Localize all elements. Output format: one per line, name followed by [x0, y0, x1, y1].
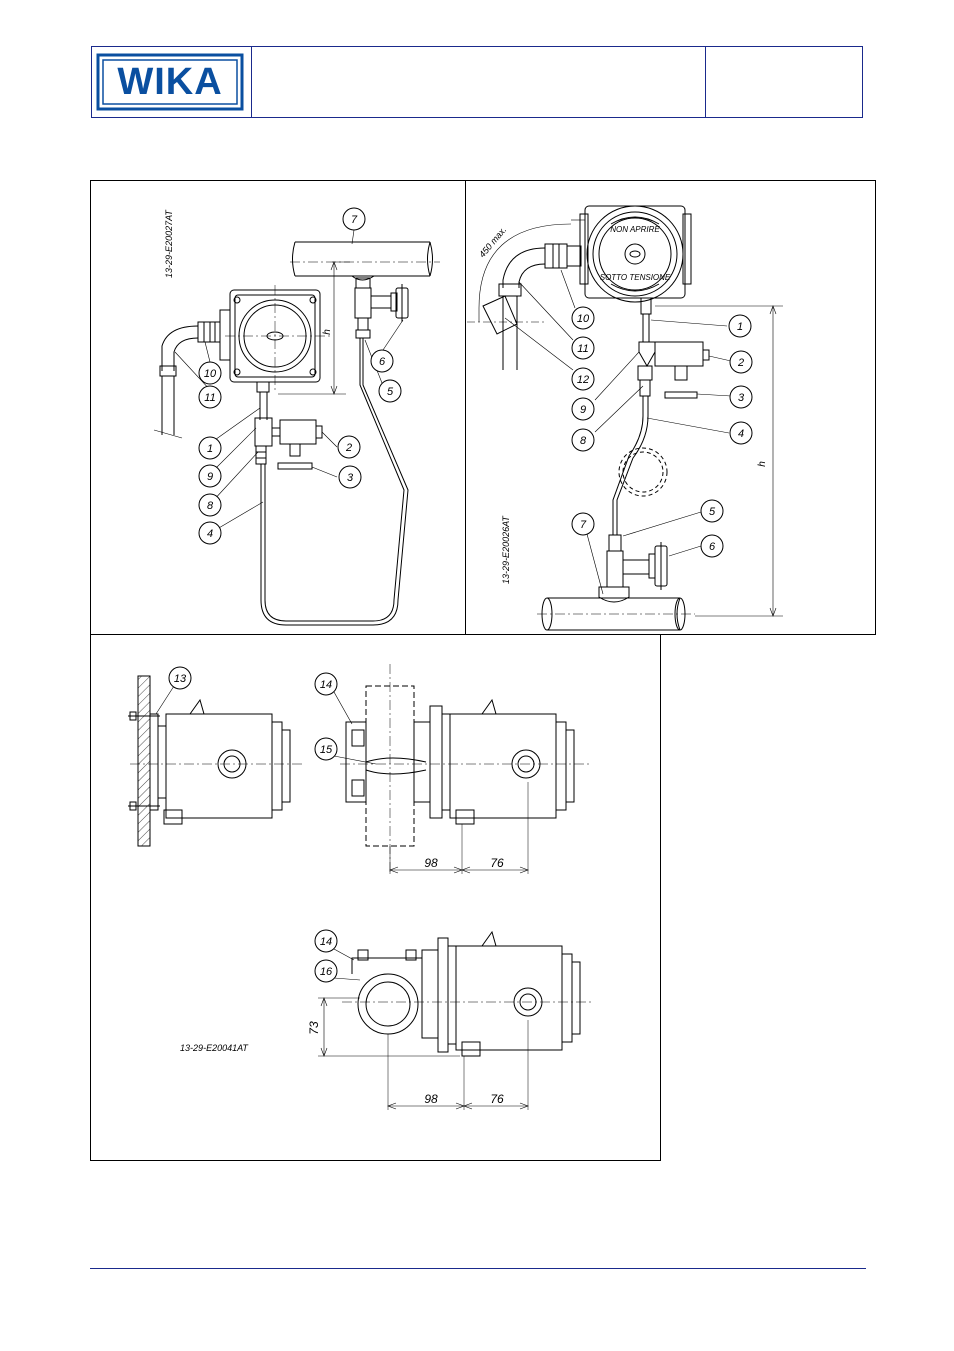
callout-14: 14 — [320, 936, 332, 948]
callout-6: 6 — [709, 541, 716, 553]
dimension-450-max: 450 max. — [477, 225, 508, 260]
dimension-76: 76 — [490, 856, 504, 870]
callout-2: 2 — [345, 442, 352, 454]
callout-14: 14 — [320, 679, 332, 691]
callout-4: 4 — [738, 428, 744, 440]
dimension-h-left: h — [322, 329, 333, 335]
footer-rule — [90, 1268, 866, 1269]
title-cell — [251, 47, 706, 117]
dimension-98: 98 — [424, 1092, 438, 1106]
callout-1: 1 — [207, 443, 213, 455]
callout-9: 9 — [580, 404, 586, 416]
header-title-block: WIKA — [91, 46, 863, 118]
dimension-76: 76 — [490, 1092, 504, 1106]
installation-drawing-left: 7 6 5 10 11 1 2 9 3 8 4 h 13-29-E20027AT — [153, 207, 440, 626]
drawing-code-top-right: 13-29-E20026AT — [501, 515, 511, 584]
mounting-drawing-bottom: 13 14 15 14 16 98 76 98 76 73 13-29-E200… — [128, 664, 594, 1110]
callout-3: 3 — [738, 392, 745, 404]
callout-15: 15 — [320, 744, 333, 756]
callout-5: 5 — [709, 506, 716, 518]
callout-5: 5 — [387, 386, 394, 398]
callout-8: 8 — [580, 435, 587, 447]
dimension-73: 73 — [307, 1021, 321, 1035]
dial-warning-line-1: NON APRIRE — [610, 225, 660, 234]
drawing-code-top-left: 13-29-E20027AT — [164, 209, 174, 278]
document-number-cell — [705, 47, 862, 117]
dimension-h-right: h — [757, 461, 768, 467]
callout-9: 9 — [207, 471, 213, 483]
drawing-panel-top-right — [465, 180, 876, 635]
callout-4: 4 — [207, 528, 213, 540]
callout-16: 16 — [320, 966, 333, 978]
wika-logo: WIKA — [96, 53, 244, 111]
callout-7: 7 — [580, 519, 587, 531]
callout-11: 11 — [577, 343, 588, 355]
drawing-code-bottom: 13-29-E20041AT — [180, 1043, 249, 1053]
callout-10: 10 — [577, 313, 590, 325]
dial-warning-line-2: SOTTO TENSIONE — [600, 273, 671, 282]
callout-11: 11 — [204, 392, 215, 404]
callout-1: 1 — [737, 321, 743, 333]
callout-6: 6 — [379, 356, 386, 368]
callout-13: 13 — [174, 673, 187, 685]
callout-10: 10 — [204, 368, 217, 380]
callout-7: 7 — [351, 214, 358, 226]
logo-cell: WIKA — [92, 47, 252, 117]
drawing-panel-bottom — [90, 634, 661, 1161]
callout-2: 2 — [737, 357, 744, 369]
callout-3: 3 — [347, 472, 354, 484]
logo-text: WIKA — [117, 60, 223, 103]
callout-12: 12 — [577, 374, 589, 386]
installation-drawing-right: 10 11 12 1 2 9 3 8 4 5 7 6 h 450 max. 13… — [467, 205, 783, 631]
dimension-98: 98 — [424, 856, 438, 870]
callout-8: 8 — [207, 500, 214, 512]
